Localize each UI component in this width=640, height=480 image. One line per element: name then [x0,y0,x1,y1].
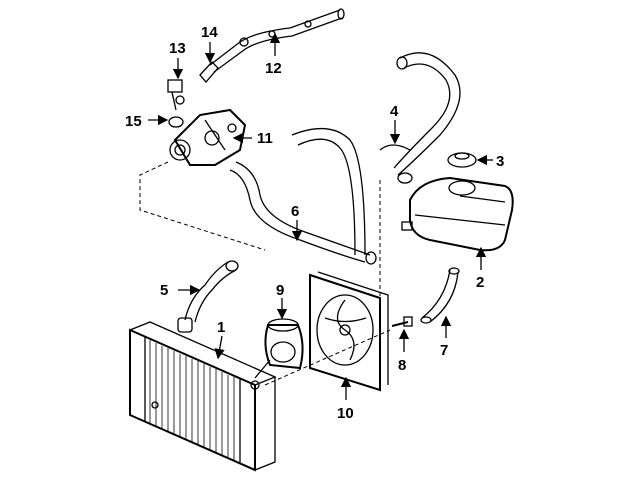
fan-shroud [309,271,389,392]
fan-motor [254,318,304,379]
reference-lines [139,161,391,386]
callout-label: 4 [390,103,399,120]
reservoir-hose [420,267,460,324]
upper-hose [379,52,461,184]
coolant-reservoir [401,176,514,252]
callout-label: 14 [201,24,218,41]
callout-label: 5 [160,282,168,299]
callout-label: 9 [276,282,284,299]
callout-label: 2 [476,274,484,291]
callout-label: 8 [398,357,406,374]
lower-hose [184,260,239,323]
bolt [391,316,413,327]
fitting [168,116,184,128]
callout-label: 10 [337,405,354,422]
temp-sensor [167,79,185,111]
callout-label: 15 [125,113,142,130]
radiator [129,317,277,472]
callout-label: 3 [496,153,504,170]
bypass-hose [229,127,377,265]
callout-label: 13 [169,40,186,57]
pipe-hose [199,61,219,83]
callout-label: 1 [217,319,225,336]
coolant-pipe [209,8,345,73]
callout-label: 7 [440,342,448,359]
reservoir-cap [447,152,477,168]
callout-label: 12 [265,60,282,77]
callout-label: 6 [291,203,299,220]
callout-label: 11 [257,130,273,147]
leader-lines [148,32,493,400]
